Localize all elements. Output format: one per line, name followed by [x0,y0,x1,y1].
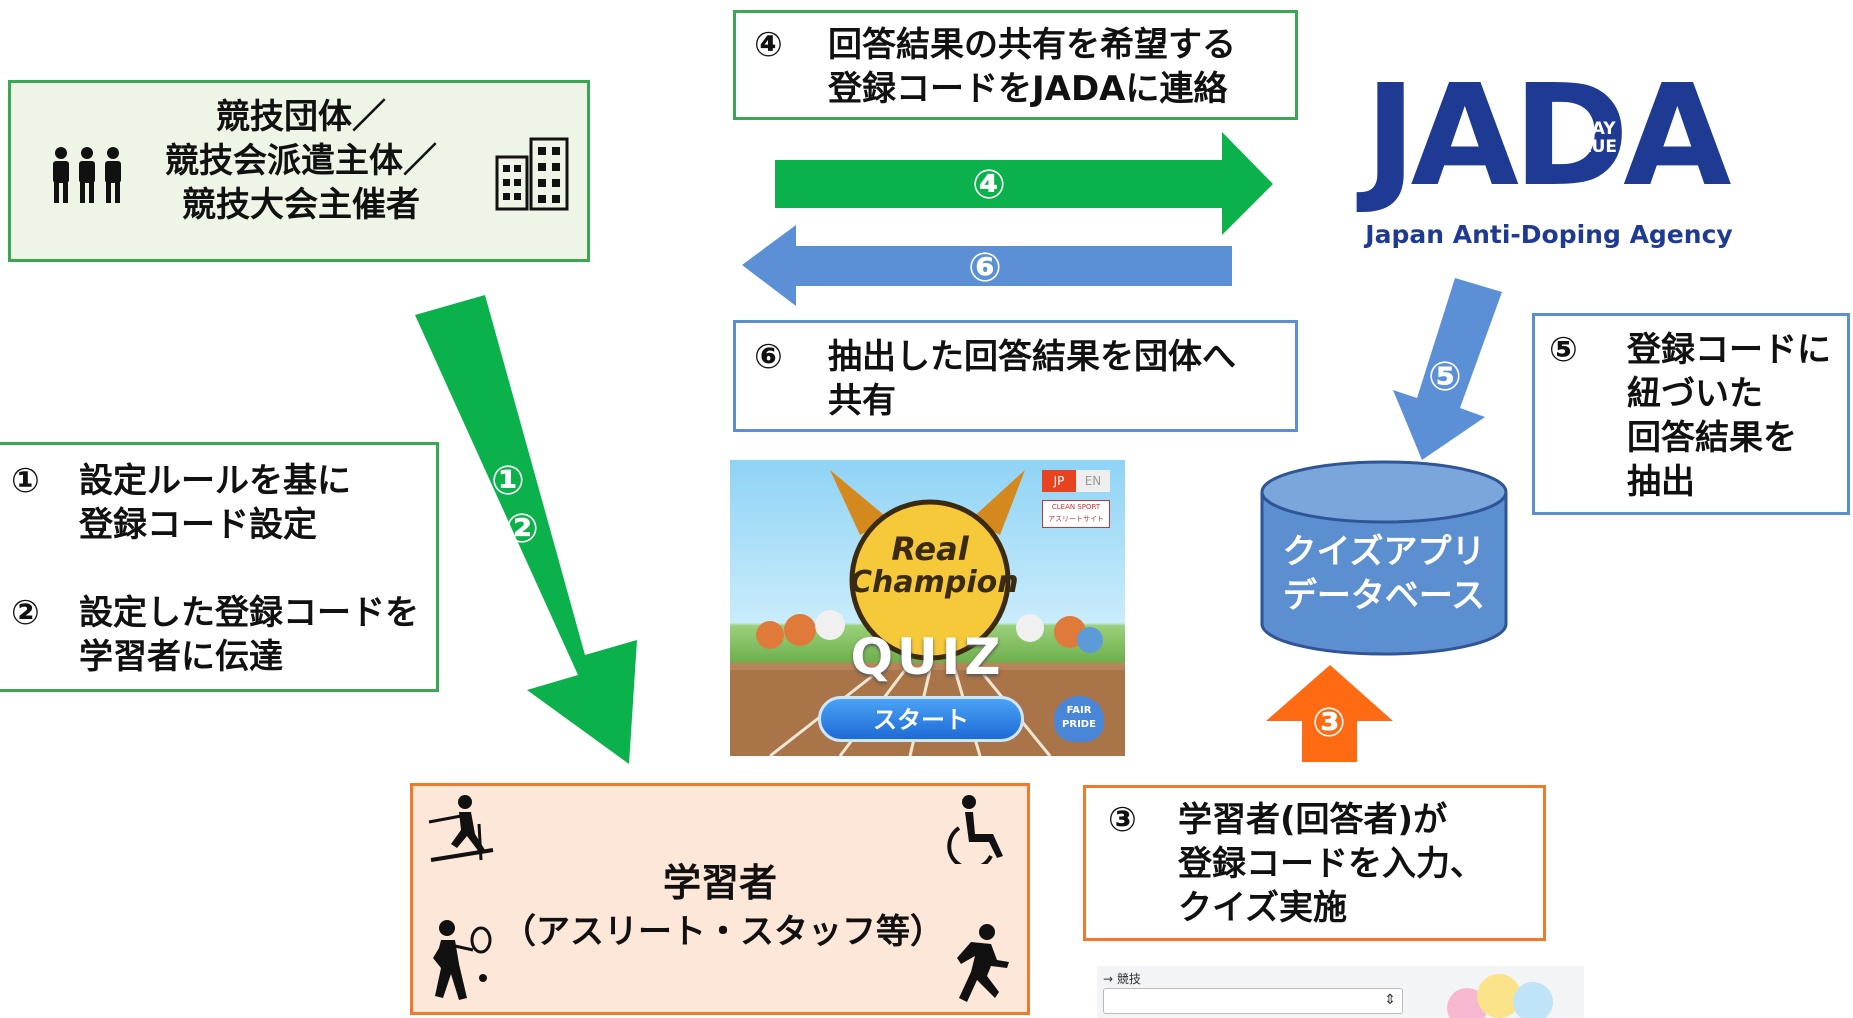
step4-number: ④ [754,25,783,65]
jada-tagline: Japan Anti-Doping Agency [1365,220,1733,249]
real-logo-text: Real [891,530,969,568]
arrow-4-label: ④ [972,162,1006,208]
step3-line-1: 学習者(回答者)が [1178,800,1448,840]
step6-line-1: 抽出した回答結果を団体へ [828,337,1236,377]
arrow-6-label: ⑥ [968,245,1002,291]
building-icon [493,135,573,211]
runner-icon [941,922,1013,1006]
learner-box: 学習者 （アスリート・スタッフ等） [410,783,1030,1015]
learner-title: 学習者 [662,861,777,905]
arrow-5-label: ⑤ [1428,354,1462,400]
form-field-label: → 競技 [1103,972,1141,986]
arrow-1-label: ① [491,458,525,504]
step5-line-3: 回答結果を [1627,418,1797,458]
jada-play: PLAY [1568,119,1616,139]
step5-number: ⑤ [1549,330,1578,370]
step3-line-3: クイズ実施 [1178,888,1347,928]
decorative-bubbles [1437,966,1577,1018]
champion-logo-text: Champion [850,565,1019,600]
org-line-2: 競技会派遣主体／ [165,141,437,181]
step5-box: ⑤ 登録コードに 紐づいた 回答結果を 抽出 [1532,313,1850,515]
step3-number: ③ [1108,800,1137,840]
step4-box: ④ 回答結果の共有を希望する 登録コードをJADAに連絡 [733,10,1298,120]
lang-jp-button[interactable]: JP [1042,470,1076,492]
arrow-5-down [1393,278,1502,460]
arrow-3-label: ③ [1312,700,1346,746]
jada-logo: JADA PLAY TRUE Japan Anti-Doping Agency [1330,62,1760,258]
rule2-line-1: 設定した登録コードを [79,593,419,633]
form-select[interactable]: ⇕ [1103,988,1403,1014]
fair-pride-badge: FAIR PRIDE [1054,696,1104,742]
step3-box: ③ 学習者(回答者)が 登録コードを入力、 クイズ実施 [1083,785,1546,941]
database-line-1: クイズアプリ [1282,532,1486,572]
rule1-number: ① [11,461,40,501]
step6-line-2: 共有 [828,381,896,421]
step5-line-2: 紐づいた [1627,374,1763,414]
jada-true: TRUE [1566,137,1618,157]
select-chevron-icon: ⇕ [1384,992,1396,1008]
arrow-6-left [742,225,1232,306]
database-cylinder: クイズアプリ データベース [1258,458,1510,658]
tennis-player-icon [427,918,497,1004]
skier-icon [427,794,497,866]
org-line-1: 競技団体／ [216,97,386,137]
arrow-3-up [1266,665,1393,762]
clean-sport-badge: CLEAN SPORT アスリートサイト [1042,500,1110,528]
org-line-3: 競技大会主催者 [182,185,420,225]
rule2-line-2: 学習者に伝達 [79,637,283,677]
arrow-2-label: ② [505,506,539,552]
group-people-icon [47,145,127,205]
step6-box: ⑥ 抽出した回答結果を団体へ 共有 [733,320,1298,432]
step3-line-2: 登録コードを入力、 [1178,844,1484,884]
arrow-4-right [775,132,1273,235]
form-snippet: → 競技 ⇕ [1097,966,1584,1018]
lang-en-button[interactable]: EN [1076,470,1110,492]
step5-line-4: 抽出 [1627,462,1695,502]
clean-sport-text: CLEAN SPORT [1051,503,1101,511]
step4-line-1: 回答結果の共有を希望する [828,25,1236,65]
athlete-site-text: アスリートサイト [1048,515,1104,523]
quiz-title: QUIZ [850,628,1005,686]
rule2-number: ② [11,593,40,633]
step4-line-2: 登録コードをJADAに連絡 [828,69,1228,109]
rules-box: ① 設定ルールを基に 登録コード設定 ② 設定した登録コードを 学習者に伝達 [0,442,439,692]
fair-text: FAIR [1066,705,1092,716]
jada-letters: JADA [1364,55,1732,218]
arrow-1-2-down [415,295,637,764]
start-button[interactable]: スタート [818,696,1024,742]
quiz-app-screenshot: JP EN CLEAN SPORT アスリートサイト Real Champion… [730,460,1125,756]
database-line-2: データベース [1282,576,1486,616]
step6-number: ⑥ [754,337,783,377]
organization-box: 競技団体／ 競技会派遣主体／ 競技大会主催者 [8,80,590,262]
step5-line-1: 登録コードに [1627,330,1831,370]
rule1-line-2: 登録コード設定 [79,505,317,545]
rule1-line-1: 設定ルールを基に [79,461,351,501]
pride-text: PRIDE [1062,719,1096,730]
learner-subtitle: （アスリート・スタッフ等） [502,912,944,952]
